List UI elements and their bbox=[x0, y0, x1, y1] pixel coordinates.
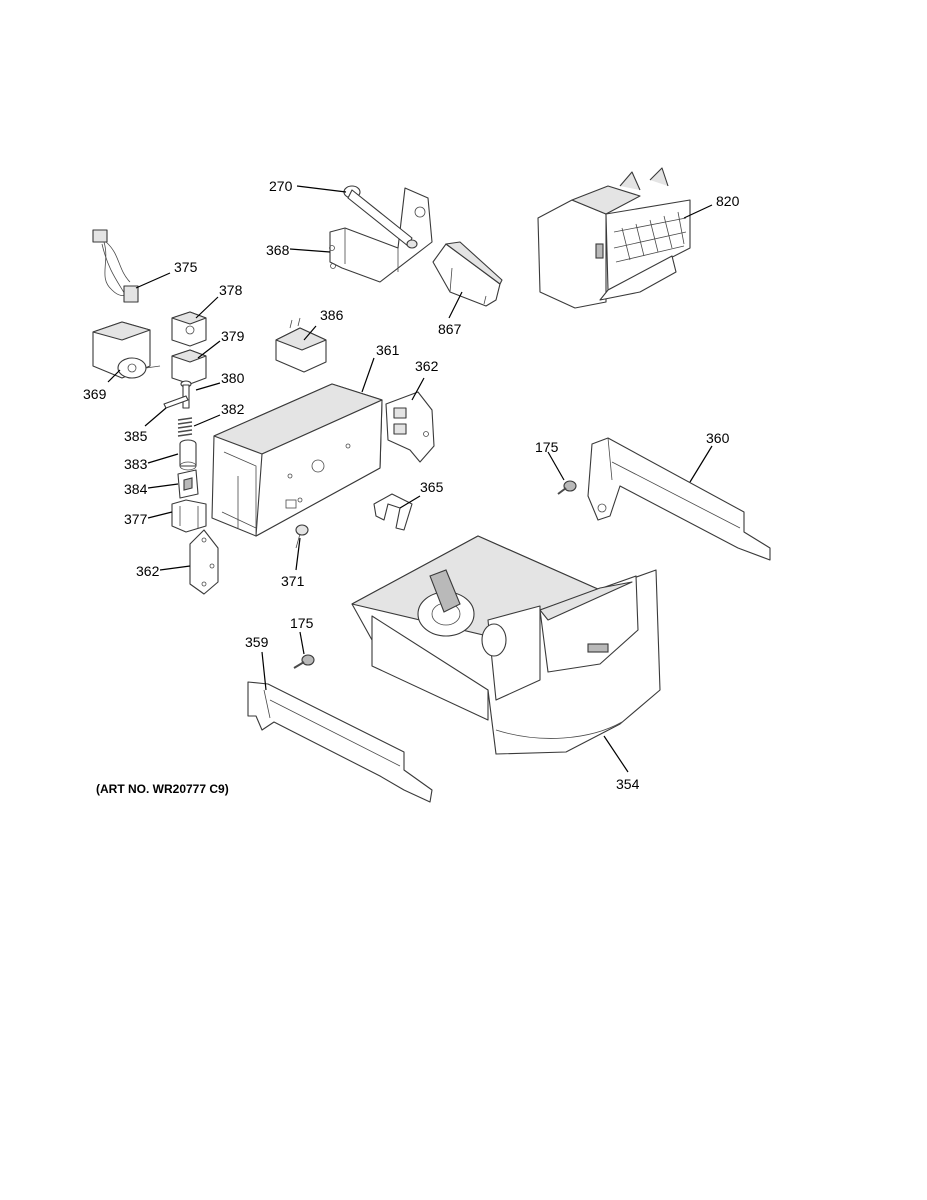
part-867-tray bbox=[432, 241, 503, 307]
callout-362-lower: 362 bbox=[136, 563, 160, 579]
callout-362-upper: 362 bbox=[415, 358, 439, 374]
part-379-block bbox=[171, 349, 207, 385]
callout-380: 380 bbox=[221, 370, 245, 386]
part-820-icemaker bbox=[537, 167, 691, 309]
part-362-plate-upper bbox=[385, 391, 435, 463]
part-354-bucket bbox=[351, 535, 661, 755]
leader-lines bbox=[107, 185, 713, 773]
part-378-solenoid bbox=[171, 311, 207, 347]
part-375-harness bbox=[92, 229, 139, 303]
part-359-rail bbox=[247, 681, 433, 803]
callout-385: 385 bbox=[124, 428, 148, 444]
part-377-bracket bbox=[171, 499, 207, 533]
callout-368: 368 bbox=[266, 242, 290, 258]
callout-365: 365 bbox=[420, 479, 444, 495]
callout-379: 379 bbox=[221, 328, 245, 344]
callout-375: 375 bbox=[174, 259, 198, 275]
callout-175-right: 175 bbox=[535, 439, 559, 455]
callout-386: 386 bbox=[320, 307, 344, 323]
part-385-pin bbox=[163, 395, 189, 409]
part-371-screw bbox=[295, 524, 309, 549]
callout-377: 377 bbox=[124, 511, 148, 527]
callout-360: 360 bbox=[706, 430, 730, 446]
part-360-rail bbox=[587, 437, 771, 561]
callout-361: 361 bbox=[376, 342, 400, 358]
part-384-clip bbox=[177, 469, 199, 499]
part-380-plunger bbox=[180, 380, 192, 409]
part-362-plate-lower bbox=[189, 529, 219, 595]
callout-378: 378 bbox=[219, 282, 243, 298]
part-175-screw-left bbox=[293, 654, 315, 669]
part-175-screw-right bbox=[557, 480, 577, 495]
callout-labels: 270 368 867 820 375 378 379 369 380 382 … bbox=[83, 178, 740, 792]
callout-270: 270 bbox=[269, 178, 293, 194]
part-383-bushing bbox=[179, 439, 197, 471]
part-365-clip bbox=[373, 493, 413, 531]
part-382-spring bbox=[177, 417, 193, 437]
callout-175-left: 175 bbox=[290, 615, 314, 631]
art-number-label: (ART NO. WR20777 C9) bbox=[96, 782, 229, 796]
part-368-bracket bbox=[329, 187, 433, 283]
callout-371: 371 bbox=[281, 573, 305, 589]
callout-384: 384 bbox=[124, 481, 148, 497]
callout-383: 383 bbox=[124, 456, 148, 472]
part-361-housing bbox=[211, 383, 383, 537]
callout-820: 820 bbox=[716, 193, 740, 209]
callout-382: 382 bbox=[221, 401, 245, 417]
part-369-motor bbox=[92, 321, 161, 379]
callout-369: 369 bbox=[83, 386, 107, 402]
part-386-switch bbox=[275, 317, 327, 373]
callout-867: 867 bbox=[438, 321, 462, 337]
callout-354: 354 bbox=[616, 776, 640, 792]
callout-359: 359 bbox=[245, 634, 269, 650]
